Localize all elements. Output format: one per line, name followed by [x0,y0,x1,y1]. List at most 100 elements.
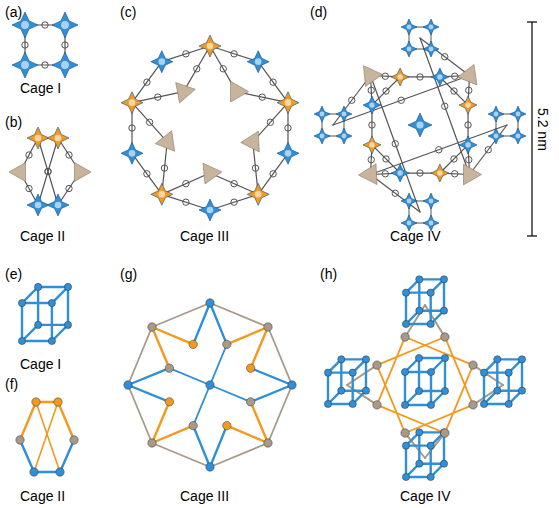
cluster-core [55,202,62,209]
linker-ring [42,22,48,28]
panel-letter: (f) [5,376,18,392]
vertex-node [324,400,331,407]
linker-ring [270,171,276,177]
bond-line [20,440,34,472]
cluster-core [255,191,262,198]
bond-line [38,138,58,205]
linker-triangle [203,163,222,184]
cluster-core [397,74,402,79]
metal-cluster [247,51,269,73]
bond-line [258,153,288,194]
panel-letter: (e) [5,266,22,282]
cluster-core [159,58,166,65]
linker-ring [42,62,48,68]
scale-bar-cap [527,21,537,22]
vertex-node [469,401,477,409]
linker-triangle [9,163,26,182]
vertex-node [288,381,296,389]
bond-line [128,327,152,385]
vertex-node [518,387,525,394]
vertex-node [427,289,434,296]
vertex-node [402,289,409,296]
bond-line [418,279,420,310]
cluster-core [61,21,69,29]
metal-cluster [52,52,78,78]
vertex-node [373,361,381,369]
vertex-node [246,398,254,406]
linker-ring [155,94,161,100]
metal-cluster [336,106,352,122]
vertex-node [64,321,71,328]
vertex-node [148,439,156,447]
vertex-node [48,299,55,306]
bond-line [20,402,36,440]
cluster-core [429,25,434,30]
linker-ring [231,199,237,205]
cluster-core [21,61,29,69]
bond-line [445,365,473,433]
bond-line [405,446,407,477]
bond-line [34,402,58,472]
bond-line [444,358,446,391]
bond-line [419,357,445,359]
vertex-node [441,387,448,394]
metal-cluster [47,127,69,149]
linker-ring [259,94,265,100]
vertex-node [401,333,409,341]
metal-cluster [199,35,221,57]
bond-line [340,359,342,390]
vertex-node [518,356,525,363]
bond-line [152,443,210,467]
vertex-node [362,387,369,394]
metal-cluster [277,92,299,114]
bond-line [405,405,473,433]
linker-ring [369,122,375,128]
vertex-node [402,473,409,480]
linker-triangle [464,164,482,185]
linker-ring [368,87,374,93]
bond-line [377,365,405,433]
vertex-node [415,354,422,361]
vertex-node [440,276,447,283]
cluster-core [320,134,325,139]
vertex-node [349,369,356,376]
metal-cluster [12,52,38,78]
cluster-core [129,99,136,106]
bond-line [162,173,210,194]
metal-cluster [423,193,439,209]
vertex-node [427,401,434,408]
metal-cluster [247,183,269,205]
vertex-node [480,369,487,376]
vertex-node [324,369,331,376]
bond-line [132,153,162,194]
vertex-node [505,369,512,376]
cluster-core [494,112,499,117]
cage-name: Cage III [180,488,229,504]
bond-line [21,303,23,341]
bond-line [443,279,445,310]
linker-ring [451,88,457,94]
bond-line [60,440,74,472]
metal-cluster [363,96,381,114]
cluster-core [494,134,499,139]
bond-line [377,337,405,405]
vertex-node [32,398,40,406]
vertex-node [416,276,423,283]
bond-line [184,46,210,92]
metal-cluster [459,96,477,114]
cluster-core [516,134,521,139]
linker-ring [252,165,258,171]
metal-cluster [423,19,439,35]
vertex-node [401,429,409,437]
vertex-node [373,401,381,409]
bond-line [430,293,432,324]
bond-line [210,303,268,327]
linker-ring [267,119,273,125]
bond-line [210,194,258,210]
vertex-node [189,340,197,348]
vertex-node [18,299,25,306]
bond-line [483,373,485,404]
cage-name: Cage I [20,80,61,96]
vertex-node [401,401,408,408]
bond-line [430,446,432,477]
